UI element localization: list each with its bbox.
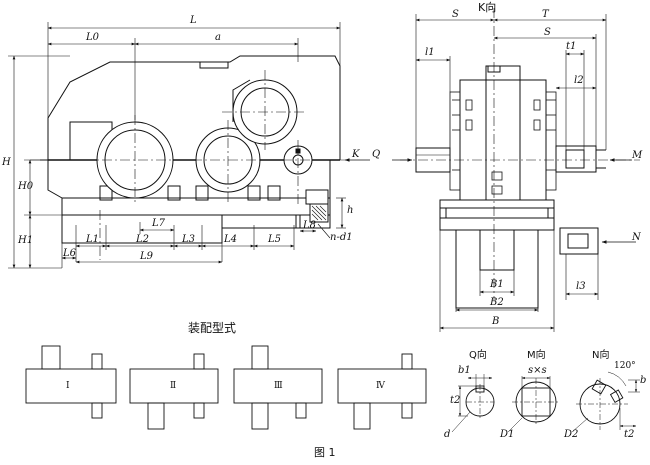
mounting-type-3: Ⅲ bbox=[274, 381, 283, 391]
mounting-types bbox=[25, 345, 427, 430]
dim-label-l2: l2 bbox=[574, 75, 584, 86]
view-label-m: M向 bbox=[527, 350, 546, 361]
mounting-type-1: Ⅰ bbox=[66, 381, 70, 391]
dim-label-S-top: S bbox=[452, 9, 459, 20]
arrow-label-N: N bbox=[632, 232, 641, 243]
dim-label-T: T bbox=[542, 9, 549, 20]
dim-label-L9: L9 bbox=[140, 251, 154, 262]
dim-label-d: d bbox=[444, 429, 451, 440]
dim-label-b: b bbox=[640, 375, 647, 386]
dim-label-t2-left: t2 bbox=[450, 395, 461, 406]
dim-label-L3: L3 bbox=[182, 234, 196, 245]
dim-label-B1: B1 bbox=[490, 279, 504, 290]
dim-label-L2: L2 bbox=[136, 234, 150, 245]
figure-caption: 图 1 bbox=[314, 446, 336, 459]
arrow-label-K: K bbox=[352, 149, 360, 160]
shaft-details bbox=[451, 371, 640, 433]
dim-label-n-d1: n-d1 bbox=[330, 232, 353, 243]
view-label-k: K向 bbox=[478, 1, 497, 14]
dim-label-B2: B2 bbox=[490, 297, 504, 308]
dim-label-h: h bbox=[347, 205, 354, 216]
dim-label-L6: L6 bbox=[63, 248, 77, 259]
dim-label-D2: D2 bbox=[564, 429, 579, 440]
dim-label-L: L bbox=[190, 15, 197, 26]
view-label-n: N向 bbox=[592, 350, 610, 361]
dim-label-D1: D1 bbox=[500, 429, 515, 440]
front-view bbox=[8, 22, 370, 269]
dim-label-H1: H1 bbox=[18, 235, 34, 246]
dim-label-H0: H0 bbox=[18, 181, 34, 192]
angle-label: 120° bbox=[614, 361, 636, 371]
side-view bbox=[392, 8, 640, 332]
dim-label-L7: L7 bbox=[152, 218, 166, 229]
dim-label-S-right: S bbox=[544, 27, 551, 38]
mounting-type-4: Ⅳ bbox=[376, 381, 385, 391]
section-title: 装配型式 bbox=[188, 321, 237, 335]
dim-label-s-x-s: s×s bbox=[528, 365, 547, 376]
arrow-label-Q: Q bbox=[372, 149, 381, 160]
dim-label-t1: t1 bbox=[566, 41, 577, 52]
dim-label-L8: L8 bbox=[303, 220, 317, 231]
dim-label-l1: l1 bbox=[425, 47, 435, 58]
dim-label-t2-right: t2 bbox=[624, 429, 635, 440]
dim-label-L1: L1 bbox=[86, 234, 100, 245]
view-label-q: Q向 bbox=[469, 350, 487, 361]
dim-label-L0: L0 bbox=[86, 32, 100, 43]
mounting-type-2: Ⅱ bbox=[170, 381, 177, 391]
dim-label-H: H bbox=[2, 157, 11, 168]
dim-label-b1: b1 bbox=[458, 365, 471, 376]
arrow-label-M: M bbox=[632, 150, 643, 161]
dim-label-a: a bbox=[215, 32, 221, 43]
dim-label-B: B bbox=[492, 316, 500, 327]
dim-label-L5: L5 bbox=[268, 234, 282, 245]
dim-label-L4: L4 bbox=[224, 234, 238, 245]
dim-label-l3: l3 bbox=[576, 281, 586, 292]
